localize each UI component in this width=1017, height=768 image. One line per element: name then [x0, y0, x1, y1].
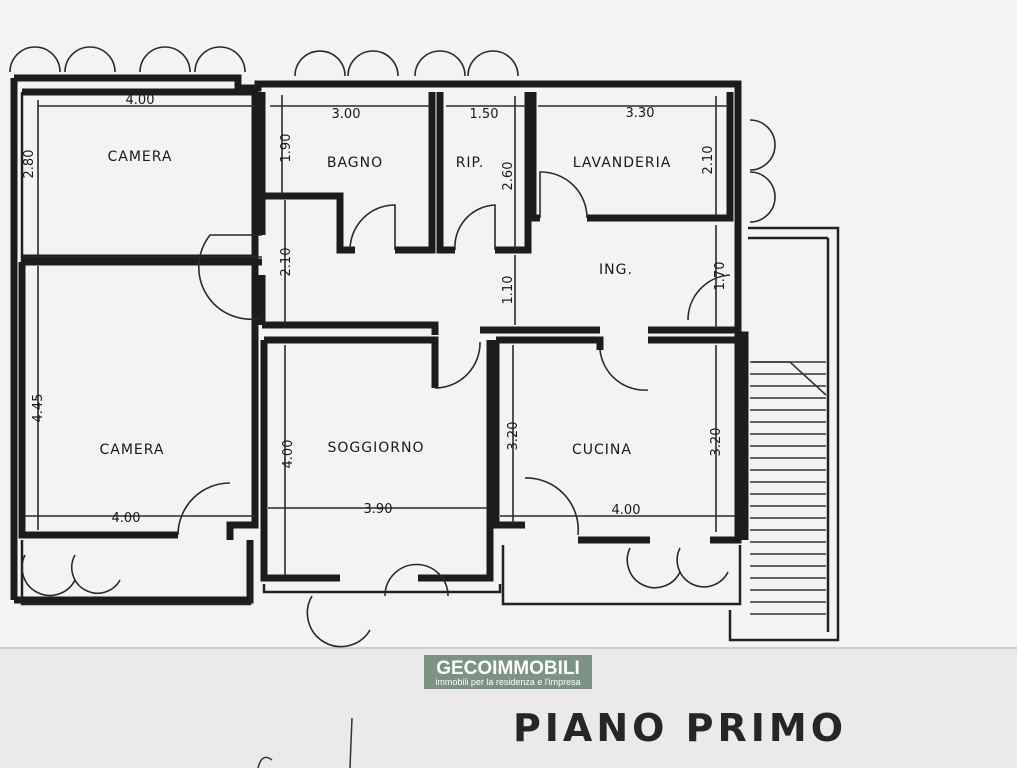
- stair-outline: [728, 226, 840, 642]
- watermark-box: [424, 655, 592, 689]
- wall-bagno: [258, 92, 355, 254]
- wall-rip: [436, 92, 455, 254]
- room-label-cucina: CUCINA: [572, 442, 632, 458]
- dim-label-camera-bottom-width: 4.00: [112, 511, 141, 526]
- dim-label-cucina-depth-left: 3.20: [506, 422, 521, 451]
- wall-cucina-top: [496, 336, 604, 350]
- dim-label-cucina-width: 4.00: [612, 503, 641, 518]
- wall-bagno-right: [395, 92, 436, 254]
- dim-label-lavanderia-depth: 2.10: [701, 146, 716, 175]
- room-label-soggiorno: SOGGIORNO: [328, 440, 425, 456]
- watermark-tagline: immobili per la residenza e l'impresa: [435, 677, 580, 687]
- room-label-rip: RIP.: [456, 155, 485, 171]
- dim-label-soggiorno-width: 3.90: [364, 502, 393, 517]
- wall-lavanderia-bottom: [587, 92, 734, 222]
- dim-label-camera-top-width: 4.00: [126, 93, 155, 108]
- dim-label-camera-bottom-depth: 4.45: [31, 394, 46, 423]
- room-label-camera-bottom: CAMERA: [99, 442, 164, 458]
- wall-soggiorno-top: [264, 336, 439, 388]
- door-swing-cucina-bottom: [524, 477, 580, 536]
- window-arc: [21, 554, 76, 597]
- outer-wall-right: [734, 220, 749, 540]
- margin-mark: [349, 717, 353, 768]
- door-swing-lavanderia: [539, 171, 588, 219]
- balcony-center: [262, 584, 502, 594]
- walls: [10, 74, 840, 642]
- room-label-ingresso: ING.: [599, 262, 633, 278]
- margin-mark: [257, 756, 273, 768]
- window-arc: [384, 563, 449, 597]
- window-arc: [306, 595, 371, 648]
- wall-cucina: [492, 340, 525, 529]
- wall-camera-bottom: [18, 262, 178, 539]
- dim-label-soggiorno-depth: 4.00: [281, 440, 296, 469]
- door-swing-rip: [454, 204, 496, 251]
- dim-label-lavanderia-width: 3.30: [626, 106, 655, 121]
- dim-label-bagno-width: 3.00: [332, 107, 361, 122]
- wall-cucina-top-right: [648, 336, 742, 544]
- window-arc: [676, 547, 729, 588]
- window-arc: [626, 547, 681, 589]
- wall-soggiorno: [260, 340, 340, 582]
- door-swing-bagno: [349, 204, 396, 251]
- window-arc: [139, 46, 191, 73]
- dim-label-rip-depth: 2.60: [501, 162, 516, 191]
- window-arc: [414, 50, 466, 77]
- outer-wall-top: [14, 74, 742, 220]
- window-arc: [749, 171, 776, 223]
- window-arc: [294, 50, 346, 77]
- windows: [9, 46, 776, 648]
- window-arc: [9, 46, 61, 73]
- wall-lavanderia: [529, 92, 540, 222]
- window-arc: [347, 50, 399, 77]
- stair-landing: [752, 361, 827, 396]
- watermark-name: GECOIMMOBILI: [436, 658, 580, 679]
- door-swing-soggiorno: [434, 341, 481, 389]
- wall-camera-bottom-right: [226, 262, 259, 540]
- watermark: GECOIMMOBILI immobili per la residenza e…: [424, 655, 592, 689]
- window-arc: [194, 46, 246, 73]
- wall-rip-right: [495, 92, 532, 254]
- dim-label-rip-width: 1.50: [470, 107, 499, 122]
- door-swing-camera: [198, 234, 263, 321]
- door-swing-cucina: [599, 349, 649, 391]
- dim-label-camera-top-depth: 2.80: [22, 150, 37, 179]
- plan-title: PIANO PRIMO: [513, 706, 847, 750]
- dim-label-bagno-depth: 1.90: [279, 134, 294, 163]
- wall-corridor-bottom: [262, 321, 439, 335]
- dim-label-cucina-depth-right: 3.20: [709, 428, 724, 457]
- window-arc: [467, 50, 519, 77]
- dim-label-ingresso-depth: 1.70: [713, 262, 728, 291]
- dim-label-corridor-width: 1.10: [501, 276, 516, 305]
- dimension-lines: [25, 95, 735, 575]
- balcony-right: [501, 545, 742, 606]
- room-label-camera-top: CAMERA: [107, 149, 172, 165]
- dim-label-hall-depth: 2.10: [279, 248, 294, 277]
- stair-treads: [750, 361, 827, 615]
- window-arc: [749, 119, 776, 171]
- paper-sheet: [0, 0, 1017, 648]
- door-swing-ingresso: [687, 274, 731, 321]
- doors: [177, 171, 731, 536]
- window-arc: [64, 46, 116, 73]
- room-label-lavanderia: LAVANDERIA: [573, 155, 672, 171]
- window-arc: [70, 554, 121, 595]
- room-label-bagno: BAGNO: [327, 155, 383, 171]
- door-swing-camera-bottom: [177, 482, 231, 536]
- wall-camera-top: [22, 88, 259, 262]
